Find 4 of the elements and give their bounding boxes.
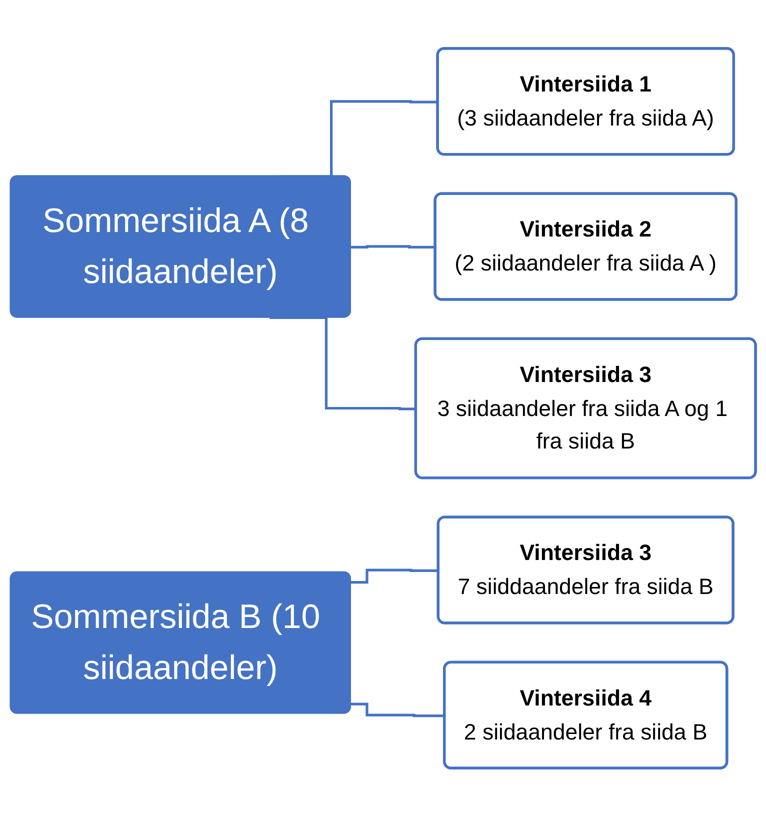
connector bbox=[350, 702, 445, 717]
connector bbox=[350, 244, 436, 248]
connector bbox=[269, 316, 416, 410]
connector bbox=[350, 568, 439, 584]
